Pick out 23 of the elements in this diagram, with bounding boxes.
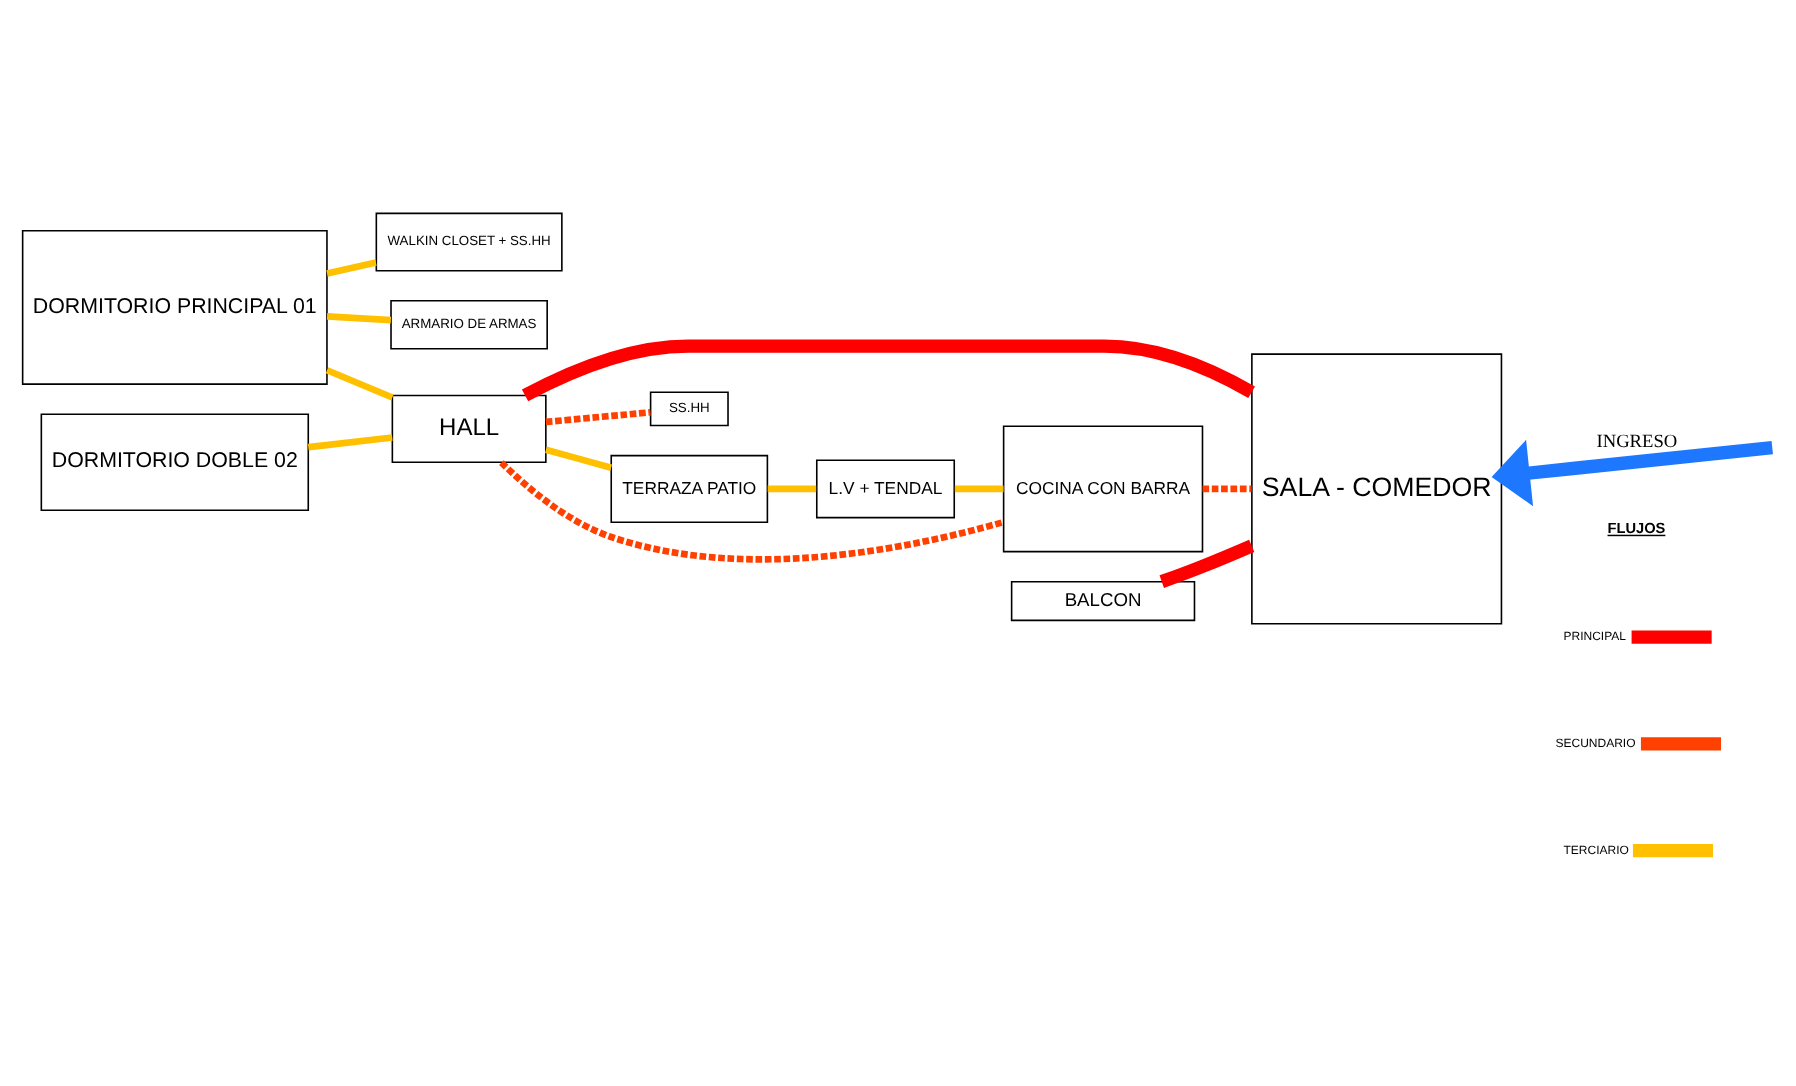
connector [521,338,1255,401]
node-box: BALCON [1010,579,1196,621]
edge-label: INGRESO [1596,431,1678,452]
connector [767,484,817,492]
connector [1202,484,1252,492]
connector [326,258,377,276]
connector [325,366,394,400]
node-box: HALL [391,393,547,463]
node-box: DORMITORIO PRINCIPAL 01 [21,228,328,384]
arrow [1491,438,1773,506]
connector [499,459,1005,562]
connector [545,445,613,470]
connector [545,408,651,425]
label: FLUJOS [1607,517,1666,536]
connector [954,484,1004,492]
node-box: SALA - COMEDOR [1251,352,1503,624]
node-box: L.V + TENDAL [815,458,956,518]
node-box: DORMITORIO DOBLE 02 [40,412,310,511]
connector [1159,538,1255,587]
connector [326,312,392,323]
node-box: COCINA CON BARRA [1002,424,1204,552]
node-box: TERRAZA PATIO [610,453,769,523]
connector [307,433,393,450]
